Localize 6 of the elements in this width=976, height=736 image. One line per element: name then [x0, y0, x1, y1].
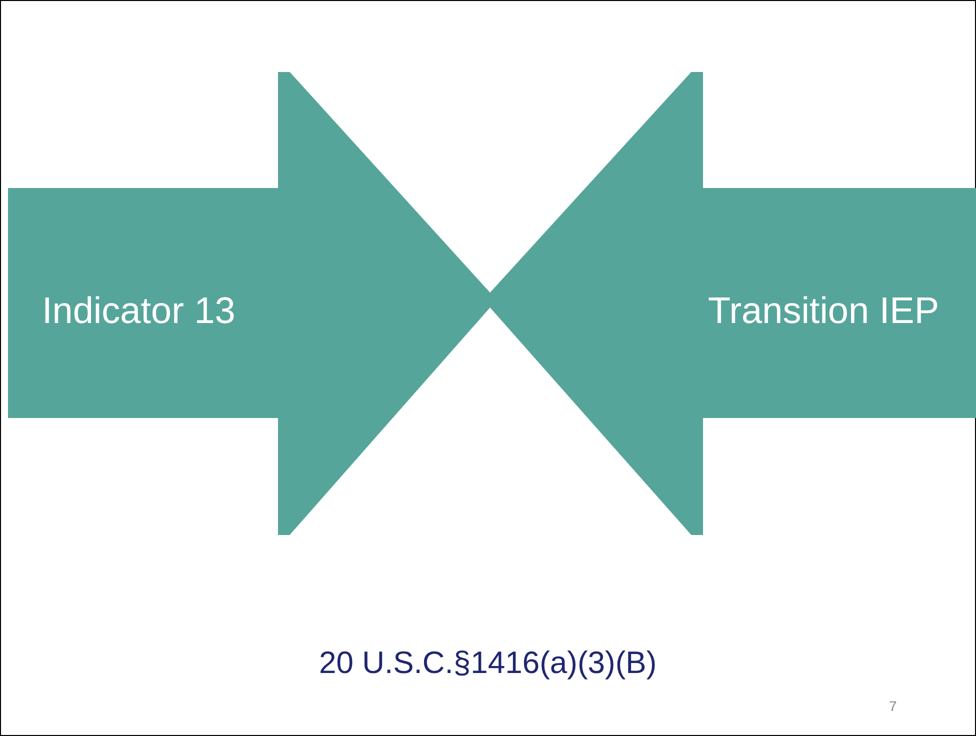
arrow-label: Indicator 13 [42, 292, 236, 329]
right-arrow-shape [8, 72, 490, 535]
arrow-label: Transition IEP [708, 292, 939, 329]
citation-text: 20 U.S.C.§1416(a)(3)(B) [319, 647, 657, 678]
page-number: 7 [889, 699, 897, 713]
left-arrow-shape [490, 72, 976, 535]
